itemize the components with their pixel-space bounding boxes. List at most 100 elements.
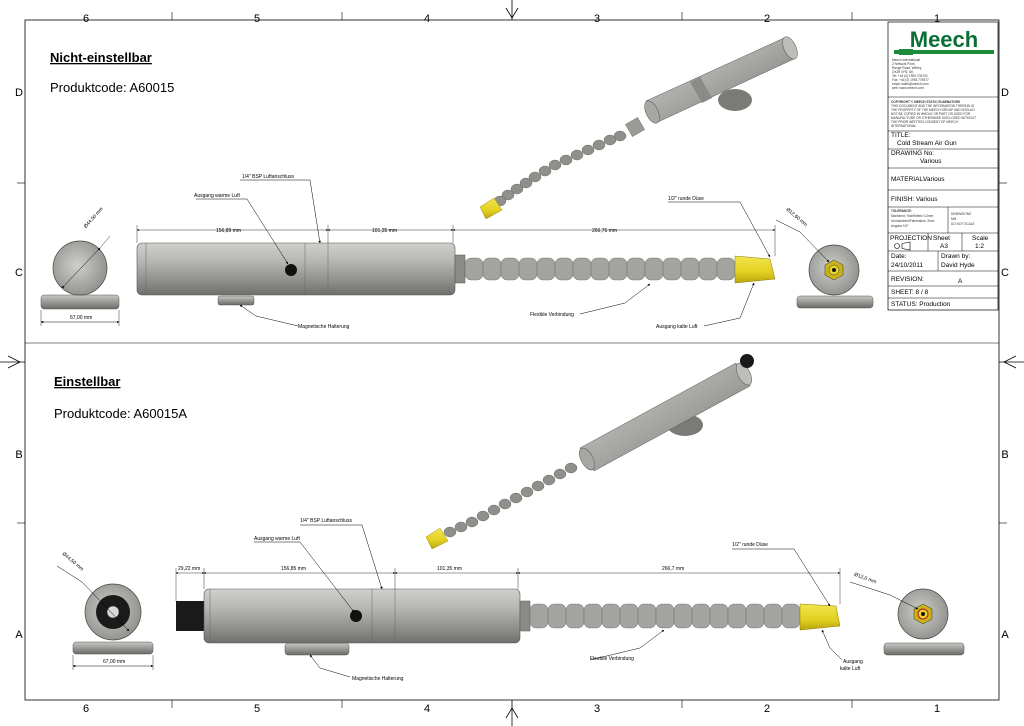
svg-text:Range Road, Witney: Range Road, Witney	[892, 66, 922, 70]
callout-warm-air: Ausgang warme Luft	[254, 536, 300, 542]
dim-diameter: Ø44,50 mm	[61, 551, 85, 572]
scale-label: Scale	[972, 235, 989, 242]
row-label: C	[15, 267, 23, 279]
dimensions-bottom	[175, 568, 841, 604]
material-value: Various	[923, 176, 945, 183]
svg-text:Unmachined/Fabrication: 2mm: Unmachined/Fabrication: 2mm	[891, 219, 935, 223]
row-label: B	[15, 449, 22, 461]
column-label: 1	[934, 703, 940, 715]
drawing-no-value: Various	[920, 158, 942, 165]
meech-logo: Meech	[894, 27, 994, 55]
column-label: 2	[764, 13, 770, 25]
column-label: 5	[254, 703, 260, 715]
callout-magnetic-mount: Magnetische Halterung	[352, 676, 404, 682]
svg-text:COPYRIGHT © MEECH STATIC ELIMI: COPYRIGHT © MEECH STATIC ELIMINATORS	[891, 100, 960, 104]
row-label: D	[15, 87, 23, 99]
callout-flexible: Flexible Verbindung	[530, 312, 574, 318]
callout-port: 1/4" BSP Luftanschluss	[242, 174, 294, 180]
dim-knob-length: 29,22 mm	[178, 566, 200, 572]
product-code: Produktcode: A60015A	[54, 406, 187, 421]
dim-base-width: 67,00 mm	[103, 659, 125, 665]
iso-gun-top	[479, 36, 798, 220]
callouts-top	[196, 179, 771, 327]
date-value: 24/10/2011	[891, 262, 923, 269]
section-heading: Nicht-einstellbar	[50, 50, 152, 65]
title-label: TITLE:	[891, 132, 911, 139]
dim-base-width: 67,00 mm	[70, 315, 92, 321]
dim-body-length: 156,85 mm	[281, 566, 306, 572]
revision-label: REVISION:	[891, 276, 924, 283]
dimensions-note: DIMENSIONS	[951, 212, 971, 216]
callout-port: 1/4" BSP Luftanschluss	[300, 518, 352, 524]
callout-warm-air: Ausgang warme Luft	[194, 193, 240, 199]
copyright-notice: COPYRIGHT © MEECH STATIC ELIMINATORS THI…	[891, 100, 976, 128]
dim-hose-length: 266,76 mm	[592, 228, 617, 234]
callout-flexible: Flexible Verbindung	[590, 656, 634, 662]
callout-magnetic-mount: Magnetische Halterung	[298, 324, 350, 330]
status-field: STATUS: Production	[891, 301, 951, 308]
sheet-label: Sheet	[933, 235, 950, 242]
projection-label: PROJECTION	[890, 235, 932, 242]
dim-mid-length: 101,35 mm	[372, 228, 397, 234]
column-label: 4	[424, 703, 430, 715]
dimensions-top	[136, 225, 776, 256]
top-section: Nicht-einstellbar Produktcode: A60015	[40, 36, 874, 330]
svg-text:Machined: Hole/Metric 0.2mm: Machined: Hole/Metric 0.2mm	[891, 214, 934, 218]
dim-diameter: Ø44,50 mm	[83, 206, 105, 229]
end-view-left: Ø44,50 mm 67,00 mm	[40, 206, 120, 326]
callout-nozzle: 1/2" runde Düse	[732, 542, 768, 548]
dim-hose-length: 266,7 mm	[662, 566, 684, 572]
column-label: 6	[83, 13, 89, 25]
grid-labels: 6 5 4 3 2 1 6 5 4 3 2 1 D C B A D C B A	[15, 13, 1009, 715]
title-value: Cold Stream Air Gun	[897, 140, 957, 147]
svg-text:THE PROPERTY OF THE MEECH GROU: THE PROPERTY OF THE MEECH GROUP AND SHOU…	[891, 108, 975, 112]
svg-text:INTERNATIONAL: INTERNATIONAL	[891, 124, 916, 128]
date-label: Date:	[891, 253, 907, 260]
dim-nozzle-diameter: Ø12,0 mm	[853, 572, 877, 586]
product-code: Produktcode: A60015	[50, 80, 174, 95]
svg-text:Angular 0.5°: Angular 0.5°	[891, 224, 909, 228]
projection-symbol-icon	[894, 241, 911, 251]
column-label: 2	[764, 703, 770, 715]
callout-cold-air-2: kalte Luft	[840, 666, 861, 672]
end-view-right-bottom: Ø12,0 mm	[849, 572, 965, 656]
svg-text:THE PRIOR WRITTEN CONSENT OF M: THE PRIOR WRITTEN CONSENT OF MEECH	[891, 120, 959, 124]
svg-text:2 Network Point: 2 Network Point	[892, 62, 915, 66]
svg-text:Meech International: Meech International	[892, 58, 920, 62]
svg-text:web: www.meech.com: web: www.meech.com	[892, 86, 924, 90]
section-heading: Einstellbar	[54, 374, 120, 389]
column-label: 1	[934, 13, 940, 25]
material-label: MATERIAL:	[891, 176, 925, 183]
drawn-by-value: David Hyde	[941, 262, 975, 269]
svg-text:THIS DOCUMENT AND THE INFORMAT: THIS DOCUMENT AND THE INFORMATION THEREI…	[891, 104, 974, 108]
svg-text:MM: MM	[951, 217, 957, 221]
row-label: C	[1001, 267, 1009, 279]
svg-text:NOT BE COPIED IN WHOLE OR PART: NOT BE COPIED IN WHOLE OR PART OR USED F…	[891, 112, 971, 116]
side-view-top	[136, 242, 776, 306]
callout-cold-air-1: Ausgang	[843, 659, 863, 665]
column-label: 5	[254, 13, 260, 25]
svg-text:OX29 0YN, UK: OX29 0YN, UK	[892, 70, 914, 74]
callout-nozzle: 1/2" runde Düse	[668, 196, 704, 202]
dim-nozzle-diameter: Ø12,60 mm	[785, 207, 809, 228]
callouts-bottom	[254, 524, 843, 678]
end-view-left-bottom: Ø44,50 mm 67,00 mm	[56, 551, 154, 670]
scale-value: 1:2	[975, 243, 984, 250]
row-label: A	[15, 629, 23, 641]
svg-text:email: sales@meech.com: email: sales@meech.com	[892, 82, 929, 86]
title-block: Meech Meech International 2 Network Poin…	[887, 21, 999, 311]
svg-text:DO NOT SCALE: DO NOT SCALE	[951, 222, 975, 226]
drawing-no-label: DRAWING No:	[891, 150, 934, 157]
column-label: 3	[594, 13, 600, 25]
column-label: 4	[424, 13, 430, 25]
svg-text:Meech: Meech	[910, 27, 978, 52]
sheet-count: SHEET: 8 / 8	[891, 289, 929, 296]
tolerance-heading: TOLERANCE:	[891, 209, 912, 213]
end-view-right: Ø12,60 mm	[775, 207, 874, 309]
dim-body-length: 156,89 mm	[216, 228, 241, 234]
dim-mid-length: 101,35 mm	[437, 566, 462, 572]
finish-field: FINISH: Various	[891, 196, 938, 203]
sheet-value: A3	[940, 243, 948, 250]
